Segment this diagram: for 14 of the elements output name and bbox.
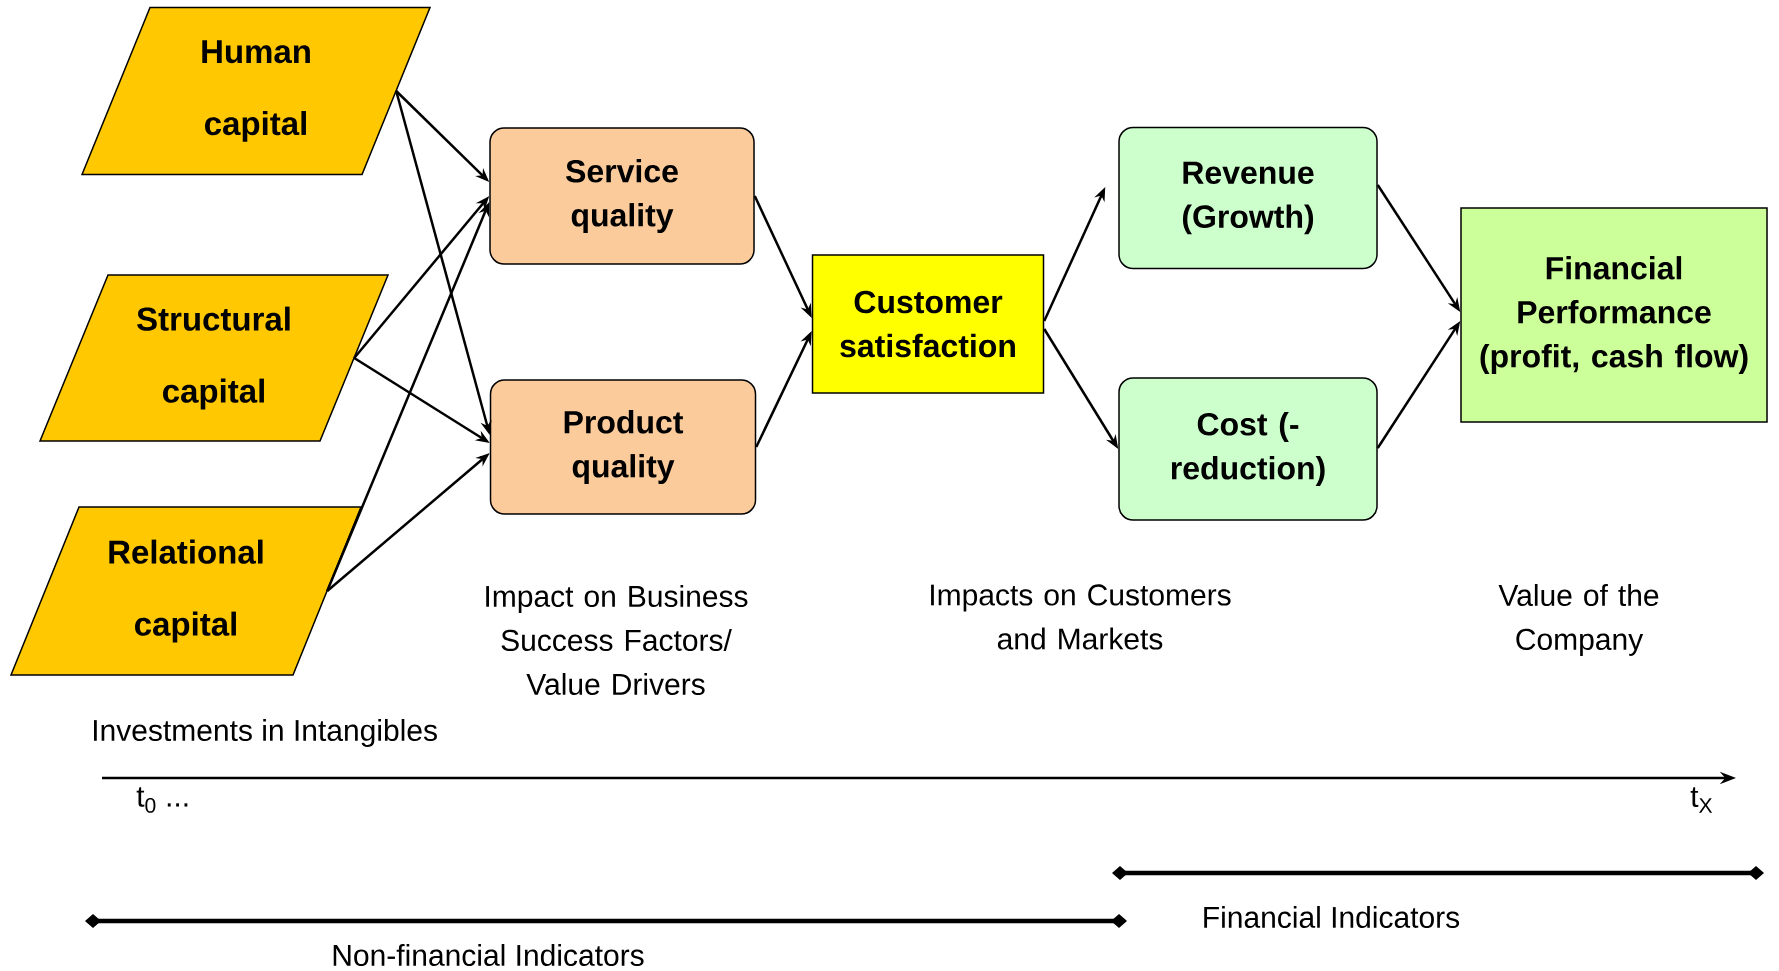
caption-text: Impact on Business Success Factors/ Value Drivers [486, 585, 748, 695]
rounded-box: Cost (-reduction) [1118, 377, 1378, 521]
rounded-box: Revenue (Growth) [1118, 126, 1378, 270]
time-label: t$_{0}$ ... [136, 787, 188, 813]
rectangle-box: Financial Performance (profit, cash flow) [1460, 207, 1768, 423]
bracket-label: Non-financial Indicators [333, 944, 644, 966]
rectangle-box: Customer satisfaction [811, 254, 1045, 394]
caption-text: Impacts on Customers and Markets [931, 584, 1231, 650]
bracket-label: Financial Indicators [1204, 906, 1460, 928]
rounded-box: Service quality [489, 127, 755, 265]
rounded-box: Product quality [489, 379, 757, 515]
axis-label: Investments in Intangibles [94, 719, 437, 747]
caption-text: Value of the Company [1498, 584, 1659, 656]
time-label: t$_{X}$ [1690, 787, 1713, 813]
